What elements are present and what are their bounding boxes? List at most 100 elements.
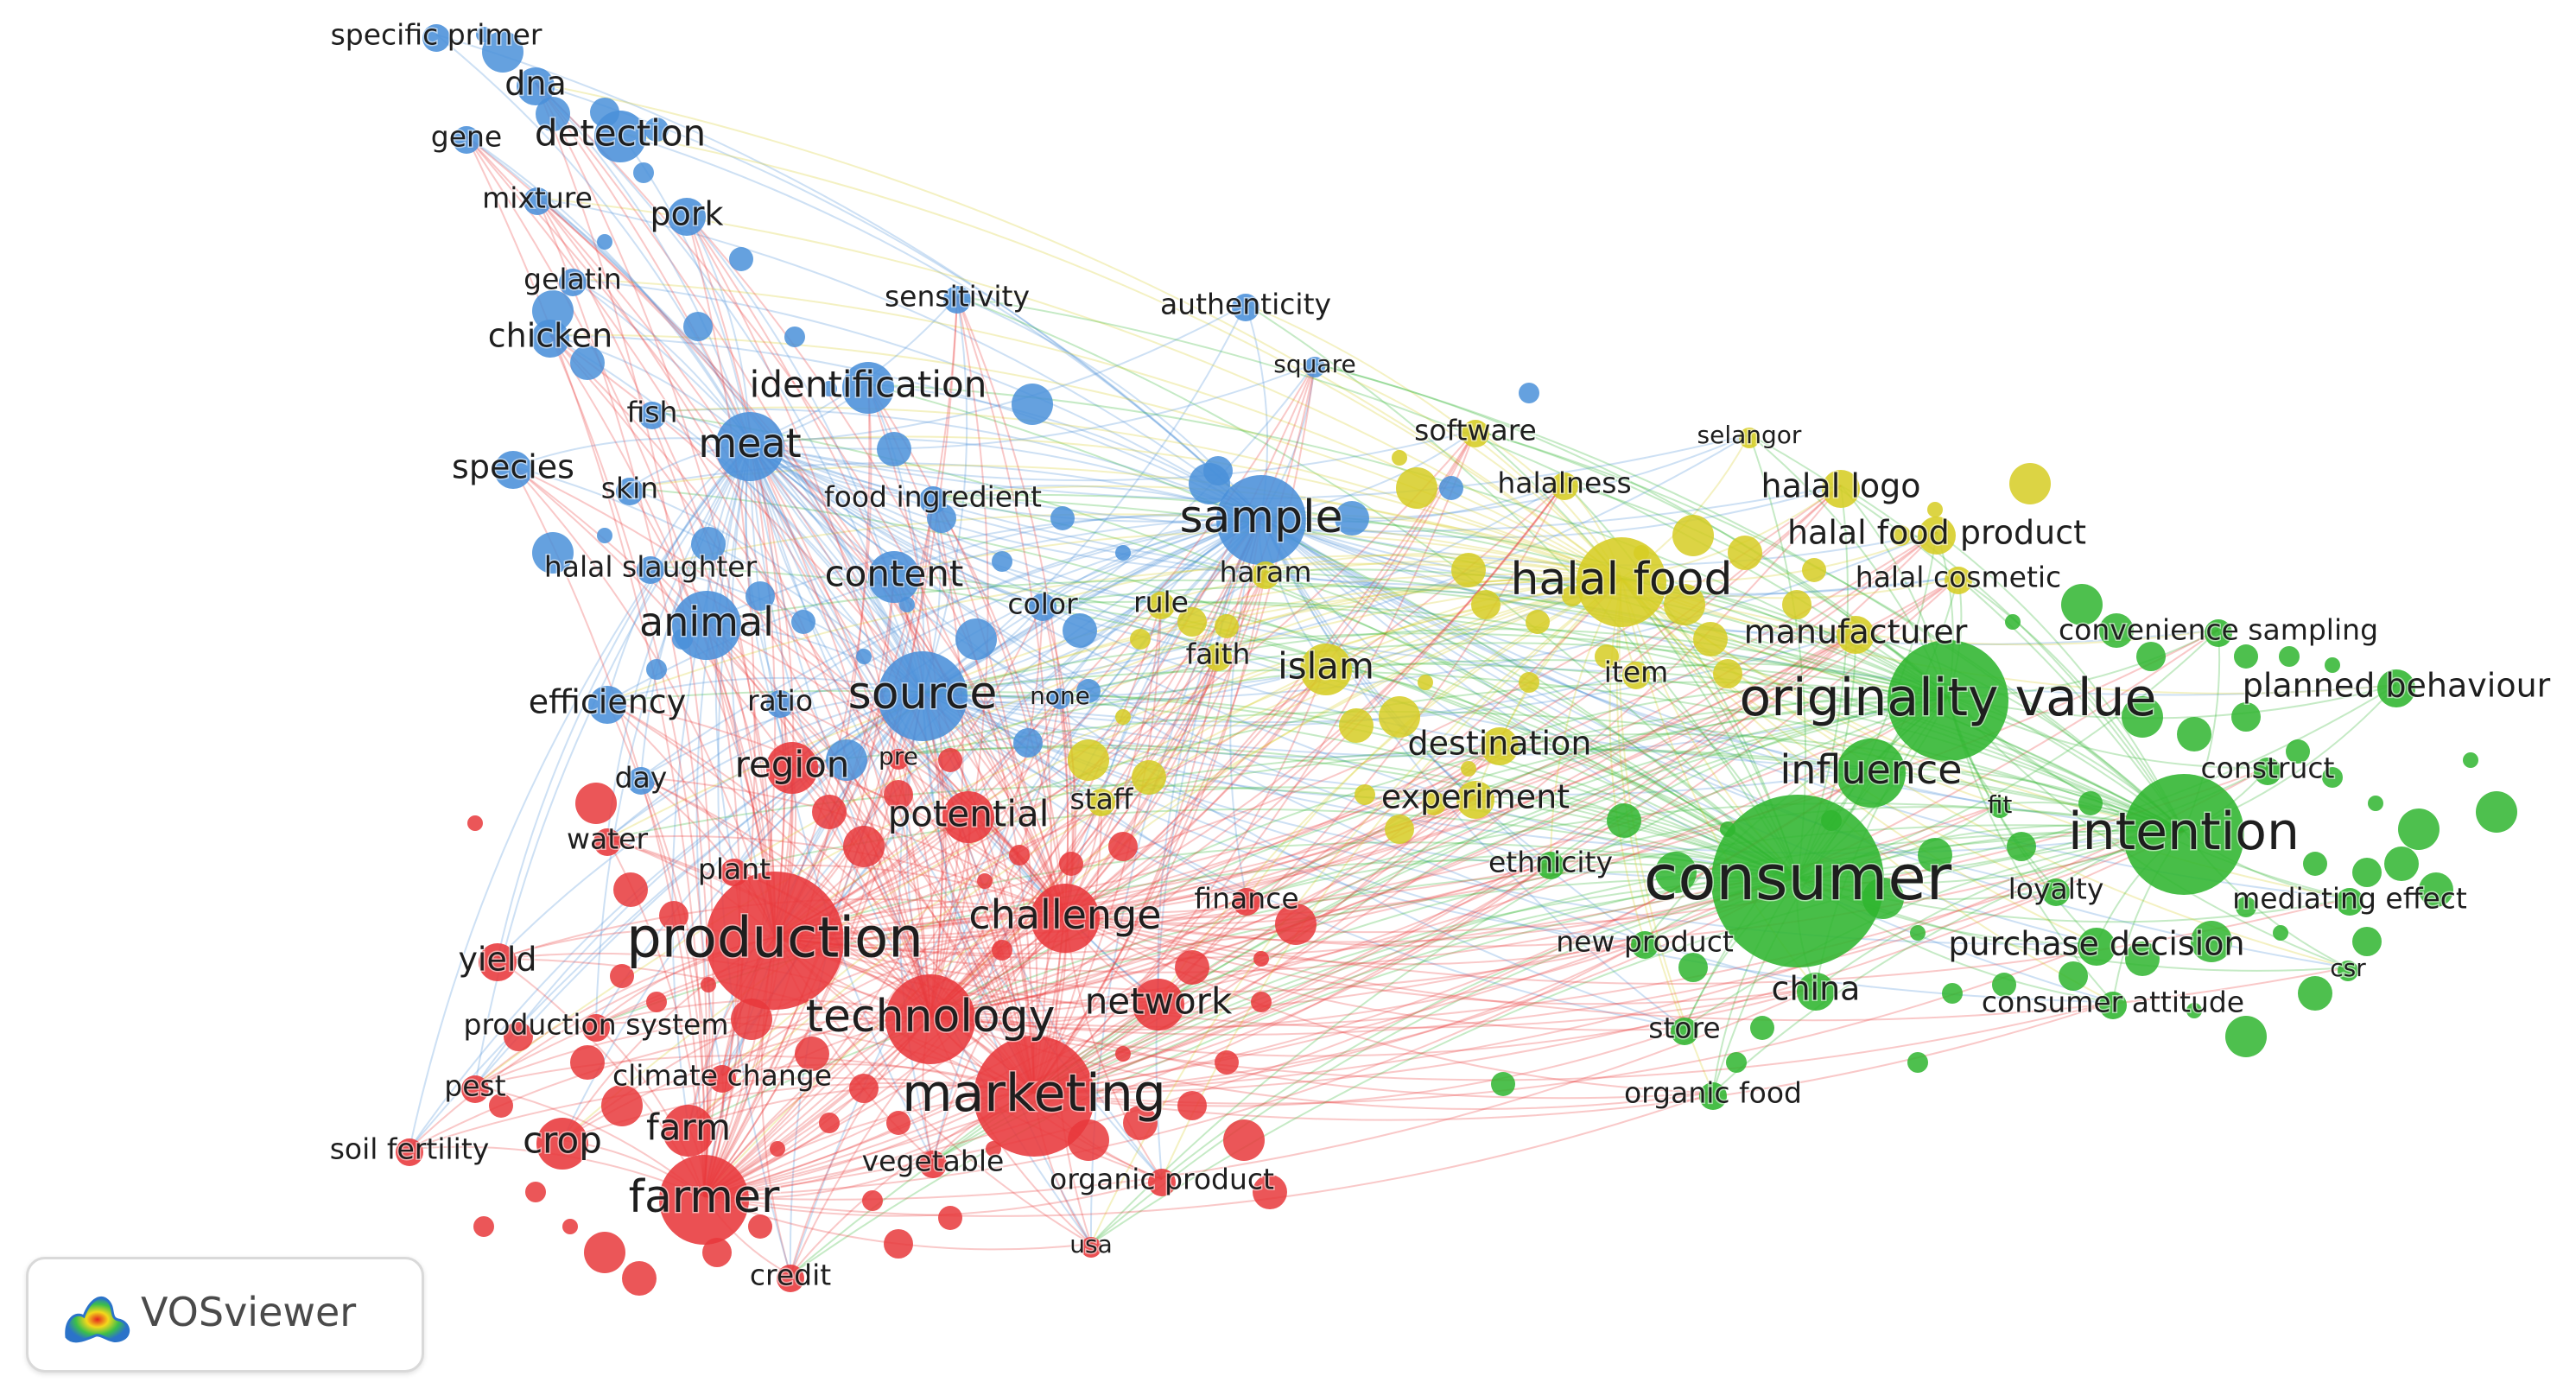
link-challenge-mixture [536,197,1066,916]
bubble-red-minor [812,795,847,829]
link-challenge-islam [1064,665,1327,916]
link-intention-islam [1325,663,2185,832]
link-meat-pre [749,442,899,757]
bubble-green-minor [2177,717,2211,751]
bubble-red-minor [610,964,634,988]
bubble-water [593,828,621,856]
link-challenge-gene [466,136,1066,916]
link-technology-meat [749,442,931,1017]
link-challenge-credit [790,914,1066,1276]
bubble-red-minor [570,1045,605,1080]
link-halal-food-none [1059,577,1622,696]
bubble-green-minor [2225,1016,2267,1057]
link-technology-mixture [536,197,931,1017]
link-marketing-ratio [779,700,1035,1094]
node-label-dna: dna [504,64,567,102]
link-production-software [774,429,1476,938]
bubble-organic-food [1699,1082,1727,1110]
link-source-haram [922,571,1266,694]
link-marketing-experiment [1033,796,1476,1094]
bubble-authenticity [1232,294,1259,321]
link-originality-value-usa [1090,696,1949,1245]
link-farmer-organic-food [703,1092,1714,1217]
bubble-blue-minor [570,346,605,380]
link-marketing-source [922,692,1035,1094]
node-label-identification: identification [750,364,987,406]
link-halal-food-halal-slaughter [650,513,1622,580]
link-production-new-product [774,936,1646,992]
bubble-red-minor [613,872,648,907]
bubble-yellow-minor [1461,761,1476,777]
node-label-gene: gene [431,120,502,154]
bubble-yellow-minor [1418,675,1433,690]
link-halal-food-color [1042,554,1622,605]
link-production-halal-food-product [774,531,1938,938]
node-label-species: species [452,447,574,485]
bubble-green-minor [2384,847,2419,881]
node-label-fit: fit [1988,790,2013,819]
bubble-blue-minor [826,739,867,781]
link-marketing-content [893,573,1035,1094]
link-technology-loyalty [930,888,2057,1036]
bubble-technology [885,974,975,1064]
node-label-specific-primer: specific primer [331,18,542,52]
link-production-consumer [774,877,1799,973]
node-label-rule: rule [1133,586,1189,619]
link-production-species [512,466,776,938]
node-label-day: day [615,761,668,795]
link-halal-food-loyalty [1621,578,2057,890]
bubble-selangor [1739,428,1760,448]
bubble-green-minor [2125,942,2160,976]
bubble-yellow-minor [1422,791,1446,815]
bubble-yellow-minor [1451,553,1486,587]
bubble-green-minor [2325,657,2340,673]
link-originality-value-food-ingredient [932,493,1949,698]
link-marketing-intention [1033,830,2185,1094]
bubble-halal-logo [1822,470,1860,508]
bubble-blue-minor [877,432,911,466]
link-technology-rule [930,601,1162,1017]
node-label-islam: islam [1278,645,1374,688]
link-consumer-authenticity [1245,303,1799,878]
bubble-green-minor [1907,1052,1928,1073]
bubble-green-minor [2136,642,2166,671]
link-meat-item [749,442,1637,673]
link-consumer-halal-slaughter [650,566,1799,878]
link-source-yield [497,692,923,960]
link-sample-network [1157,516,1262,1002]
link-source-originality-value [922,692,1949,758]
bubble-red-minor [1115,1046,1131,1062]
link-sample-animal [706,514,1262,623]
bubble-software [1462,420,1489,447]
link-originality-value-finance [1246,696,1949,899]
bubble-red-minor [659,901,688,930]
node-label-loyalty: loyalty [2008,872,2104,906]
bubble-species [494,451,532,489]
link-intention-network [1158,824,2185,1002]
link-consumer-plant [733,808,1799,878]
link-challenge-dna [535,82,1066,916]
link-challenge-day [640,777,1066,916]
link-sample-organic-product [1155,516,1262,1180]
bubble-blue-minor [1439,476,1463,500]
link-challenge-chicken [549,334,1066,916]
link-sample-item [1260,516,1637,673]
link-meat-potential [749,442,969,815]
link-meat-efficiency [606,442,751,702]
link-meat-haram [749,442,1266,573]
node-label-content: content [825,553,964,595]
bubble-red-minor [731,999,772,1040]
link-farmer-software [703,429,1476,1197]
link-marketing-halalness [1033,482,1565,1094]
link-farmer-source [703,692,923,1197]
link-source-influence [922,692,1872,796]
link-consumer-staff [1101,786,1799,878]
link-halal-food-square [1314,363,1622,580]
node-label-halal-logo: halal logo [1761,466,1920,504]
link-sample-skin [629,462,1262,517]
link-source-halal-food-product [922,531,1938,701]
node-label-marketing: marketing [902,1063,1166,1124]
link-marketing-sample [1033,516,1262,1094]
node-label-meat: meat [698,420,801,466]
link-consumer-rule [1160,601,1799,878]
